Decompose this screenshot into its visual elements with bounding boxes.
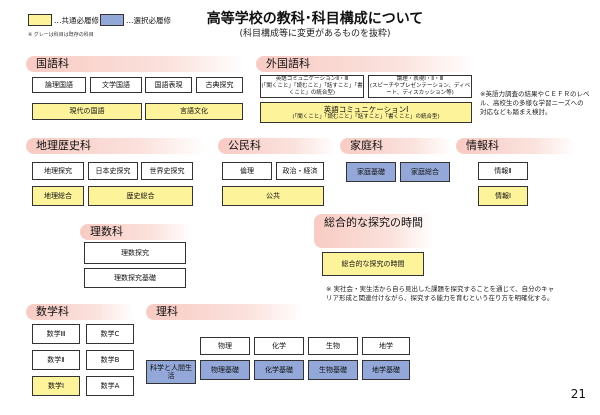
subject-kagaku: 化学 (254, 337, 304, 355)
subject-rinri: 倫理 (222, 162, 272, 180)
subject-joho-2: 情報Ⅱ (478, 162, 528, 180)
subject-math-b: 数学B (86, 350, 134, 370)
subject-kokugo-hyogen: 国語表現 (145, 77, 192, 93)
category-sugaku: 数学科 (26, 304, 134, 320)
category-rika: 理科 (146, 304, 304, 320)
subject-butsuri-kiso: 物理基礎 (200, 360, 250, 380)
eng23-sub: (「聞くこと」「読むこと」「話すこと」「書くこと」の統合型) (261, 83, 363, 96)
eng23-label: 英語コミュニケーションⅡ・Ⅲ (275, 76, 349, 83)
eng1-label: 英語コミュニケーションⅠ (323, 104, 409, 114)
subject-koten-tankyu: 古典探究 (196, 77, 243, 93)
subject-kagaku-kiso: 化学基礎 (254, 360, 304, 380)
legend-note: ※ グレーは科目は既存の科目 (28, 32, 94, 38)
legend-elective-label: …選択必履修 (126, 16, 171, 25)
category-kokugo: 国語科 (26, 56, 246, 72)
page-title: 高等学校の教科･科目構成について (206, 11, 424, 27)
subject-math-3: 数学Ⅲ (32, 324, 80, 344)
subject-chiri-sogo: 地理総合 (32, 186, 84, 206)
subject-kagaku-ningen-seikatsu: 科学と人間生活 (146, 360, 196, 384)
subject-gendai-kokugo: 現代の国語 (32, 103, 142, 120)
subject-katei-sogo: 家庭総合 (400, 162, 450, 182)
subject-gengo-bunka: 言語文化 (145, 103, 243, 120)
legend-common-swatch (28, 14, 52, 26)
subject-chiri-tankyu: 地理探究 (32, 162, 84, 180)
legend-common-label: …共通必履修 (54, 16, 99, 25)
subject-risu-tankyu-kiso: 理数探究基礎 (84, 268, 186, 288)
subject-kokyo: 公共 (222, 186, 324, 206)
subject-chigaku: 地学 (362, 337, 410, 355)
category-katei: 家庭科 (340, 138, 452, 154)
tankyu-jikan-box: 総合的な探究の時間 (322, 252, 424, 276)
subject-chigaku-kiso: 地学基礎 (362, 360, 410, 380)
category-chireki: 地理歴史科 (26, 138, 206, 154)
category-joho: 情報科 (456, 138, 576, 154)
subject-math-2: 数学Ⅱ (32, 350, 80, 370)
subject-seiji-keizai: 政治・経済 (276, 162, 324, 180)
eng1-sub: (「聞くこと」「読むこと」「話すこと」「書くこと」の統合型) (292, 113, 440, 120)
subject-eng-comm-2-3: 英語コミュニケーションⅡ・Ⅲ (「聞くこと」「読むこと」「話すこと」「書くこと」… (260, 75, 364, 98)
subject-seibutsu: 生物 (308, 337, 358, 355)
ronri-hyogen-sub: (スピーチやプレゼンテーション、ディベート、ディスカッション等) (369, 83, 471, 96)
category-komin: 公民科 (218, 138, 336, 154)
english-note: ※英語力調査の結果やＣＥＦＲのレベル、高校生の多様な学習ニーズへの対応なども踏ま… (480, 90, 590, 116)
subject-math-1: 数学Ⅰ (32, 376, 80, 396)
subject-math-a: 数学A (86, 376, 134, 396)
subject-math-c: 数学C (86, 324, 134, 344)
subject-risu-tankyu: 理数探究 (84, 242, 186, 264)
category-tankyu: 総合的な探究の時間 (314, 214, 434, 248)
subject-bungaku-kokugo: 文学国語 (90, 77, 142, 93)
page-number: 21 (570, 387, 586, 401)
page-subtitle: (科目構成等に変更があるものを抜粋) (239, 29, 391, 39)
category-risu: 理数科 (80, 224, 192, 240)
subject-nihonshi-tankyu: 日本史探究 (88, 162, 138, 180)
legend-elective-swatch (100, 14, 124, 26)
category-gaikokugo: 外国語科 (256, 56, 476, 72)
subject-sekaishi-tankyu: 世界史探究 (141, 162, 193, 180)
subject-ronri-kokugo: 論理国語 (32, 77, 86, 93)
ronri-hyogen-label: 論理・表現Ⅰ・Ⅱ・Ⅲ (396, 76, 444, 83)
subject-katei-kiso: 家庭基礎 (346, 162, 396, 182)
subject-seibutsu-kiso: 生物基礎 (308, 360, 358, 380)
subject-eng-comm-1: 英語コミュニケーションⅠ (「聞くこと」「読むこと」「話すこと」「書くこと」の統… (260, 102, 472, 123)
subject-butsuri: 物理 (200, 337, 250, 355)
subject-joho-1: 情報Ⅰ (478, 186, 528, 206)
tankyu-note: ※ 実社会・実生活から自ら見出した課題を探究することを通じて、自分のキャリア形成… (326, 285, 555, 302)
subject-rekishi-sogo: 歴史総合 (88, 186, 193, 206)
subject-ronri-hyogen: 論理・表現Ⅰ・Ⅱ・Ⅲ (スピーチやプレゼンテーション、ディベート、ディスカッショ… (368, 75, 472, 98)
